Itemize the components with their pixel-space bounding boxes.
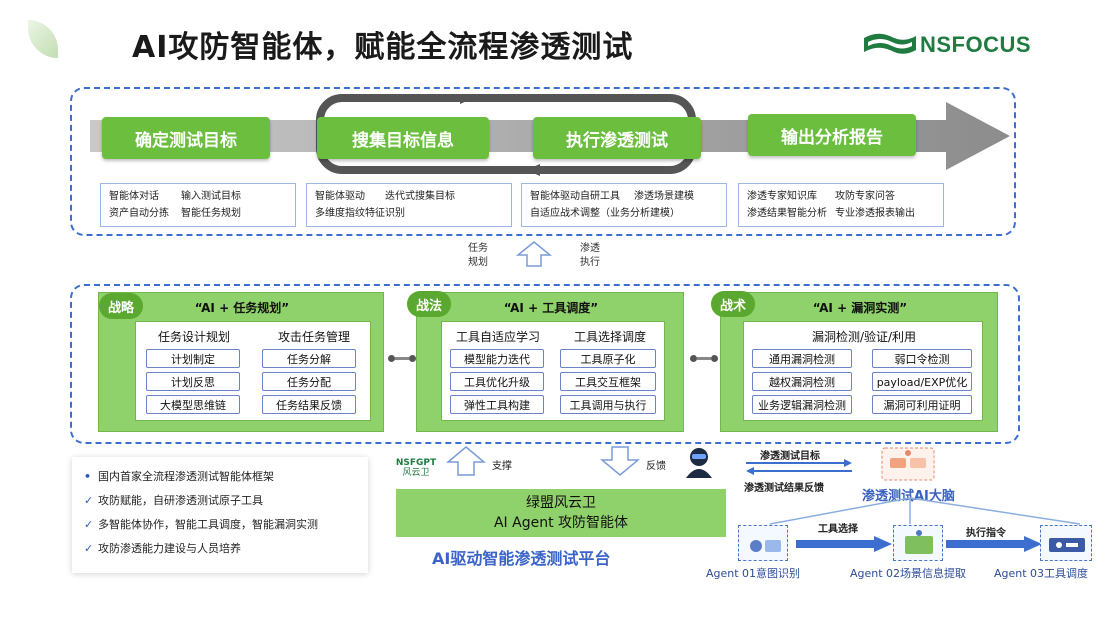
badge-method: 战法 [407,291,451,317]
link-label-exec: 渗透 执行 [580,243,600,268]
panel-method-title: “AI + 工具调度” [503,301,599,315]
result-label: 渗透测试结果反馈 [744,483,824,494]
agent-01-card [738,525,788,561]
nsfocus-logo: NSFOCUS [862,28,1072,62]
item-pill: 业务逻辑漏洞检测 [752,395,852,414]
nsfocus-flag-icon [864,33,916,54]
exec-label: 执行指令 [966,528,1006,539]
process-frame [70,87,1016,236]
ai-brain-label: 渗透测试AI大脑 [862,489,955,504]
target-label: 渗透测试目标 [760,451,820,462]
step-collect-info: 搜集目标信息 [317,117,489,159]
right-arrow-icon [746,459,852,467]
badge-tactics: 战术 [711,291,755,317]
step-2-details: 智能体驱动迭代式搜集目标 多维度指纹特征识别 [306,183,512,227]
list-item: ✓攻防渗透能力建设与人员培养 [84,542,241,555]
platform-box: 绿盟风云卫 AI Agent 攻防智能体 [396,489,726,537]
item-pill: 计划制定 [146,349,240,368]
item-pill: 任务分解 [262,349,356,368]
item-pill: 任务分配 [262,372,356,391]
tool-dispatch-icon [1049,538,1085,552]
panel-tactics-method: 战法 “AI + 工具调度” 工具自适应学习 工具选择调度 模型能力迭代 工具优… [407,291,684,432]
col-head: 工具选择调度 [573,330,646,344]
step-execute-test: 执行渗透测试 [533,117,701,159]
ai-brain-icon [881,447,935,481]
hacker-avatar-icon [686,448,712,478]
agent-02-label: Agent 02场景信息提取 [850,567,967,580]
item-pill: 弹性工具构建 [450,395,544,414]
badge-strategy: 战略 [99,293,143,319]
list-item: •国内首家全流程渗透测试智能体框架 [84,470,274,483]
item-pill: 通用漏洞检测 [752,349,852,368]
step-3-details: 智能体驱动自研工具渗透场景建模 自适应战术调整（业务分析建模） [521,183,727,227]
col-head: 攻击任务管理 [277,330,350,344]
item-pill: 工具原子化 [560,349,656,368]
item-pill: 任务结果反馈 [262,395,356,414]
item-pill: 模型能力迭代 [450,349,544,368]
tool-select-label: 工具选择 [818,524,858,535]
brain-links [769,497,1081,525]
agent-01-label: Agent 01意图识别 [706,567,801,580]
platform-caption: AI驱动智能渗透测试平台 [432,549,611,568]
step-output-report: 输出分析报告 [748,114,916,156]
panel-tactics-title: “AI + 漏洞实测” [812,301,908,315]
panel-tactics: 战术 “AI + 漏洞实测” 漏洞检测/验证/利用 通用漏洞检测 越权漏洞检测 … [711,291,998,432]
nsfgpt-logo: NSFGPT 风云卫 [395,458,437,478]
step-1-details: 智能体对话输入测试目标 资产自动分拣智能任务规划 [100,183,296,227]
platform-line-1: 绿盟风云卫 [526,495,596,511]
scene-icon [905,530,933,554]
panel-strategy-title: “AI + 任务规划” [194,301,290,315]
item-pill: 漏洞可利用证明 [872,395,972,414]
item-pill: 弱口令检测 [872,349,972,368]
panel-strategy: 战略 “AI + 任务规划” 任务设计规划 攻击任务管理 计划制定 计划反思 大… [98,292,384,432]
support-label: 支撑 [492,461,512,472]
right-arrow-icon [946,536,1042,552]
col-head: 漏洞检测/验证/利用 [811,330,917,344]
page-title: AI攻防智能体，赋能全流程渗透测试 [132,30,634,65]
item-pill: 工具优化升级 [450,372,544,391]
panel-connector-1 [388,354,416,362]
agent-02-card [893,525,943,561]
step-4-details: 渗透专家知识库攻防专家问答 渗透结果智能分析专业渗透报表输出 [738,183,944,227]
agent-03-card [1040,525,1092,561]
agent-03-label: Agent 03工具调度 [994,567,1089,580]
item-pill: payload/EXP优化 [872,372,972,391]
up-arrow-icon [516,241,552,267]
item-pill: 工具调用与执行 [560,395,656,414]
feature-list: •国内首家全流程渗透测试智能体框架 ✓攻防赋能，自研渗透测试原子工具 ✓多智能体… [72,457,368,573]
col-head: 工具自适应学习 [455,330,540,344]
panel-connector-2 [690,354,718,362]
platform-line-2: AI Agent 攻防智能体 [493,515,629,531]
list-item: ✓多智能体协作，智能工具调度，智能漏洞实测 [84,518,318,531]
item-pill: 大模型思维链 [146,395,240,414]
list-item: ✓攻防赋能，自研渗透测试原子工具 [84,494,263,507]
item-pill: 越权漏洞检测 [752,372,852,391]
intent-icon [750,540,781,552]
step-define-target: 确定测试目标 [102,117,270,159]
feedback-label: 反馈 [646,461,666,472]
down-arrow-icon [600,446,640,476]
right-arrow-icon [796,536,892,552]
logo-text: NSFOCUS [920,32,1032,57]
col-head: 任务设计规划 [157,330,230,344]
capability-frame [70,284,1020,444]
leaf-decoration [28,20,58,58]
item-pill: 工具交互框架 [560,372,656,391]
item-pill: 计划反思 [146,372,240,391]
link-label-plan: 任务 规划 [468,243,488,268]
left-arrow-icon [746,467,852,475]
up-arrow-icon [446,446,486,476]
